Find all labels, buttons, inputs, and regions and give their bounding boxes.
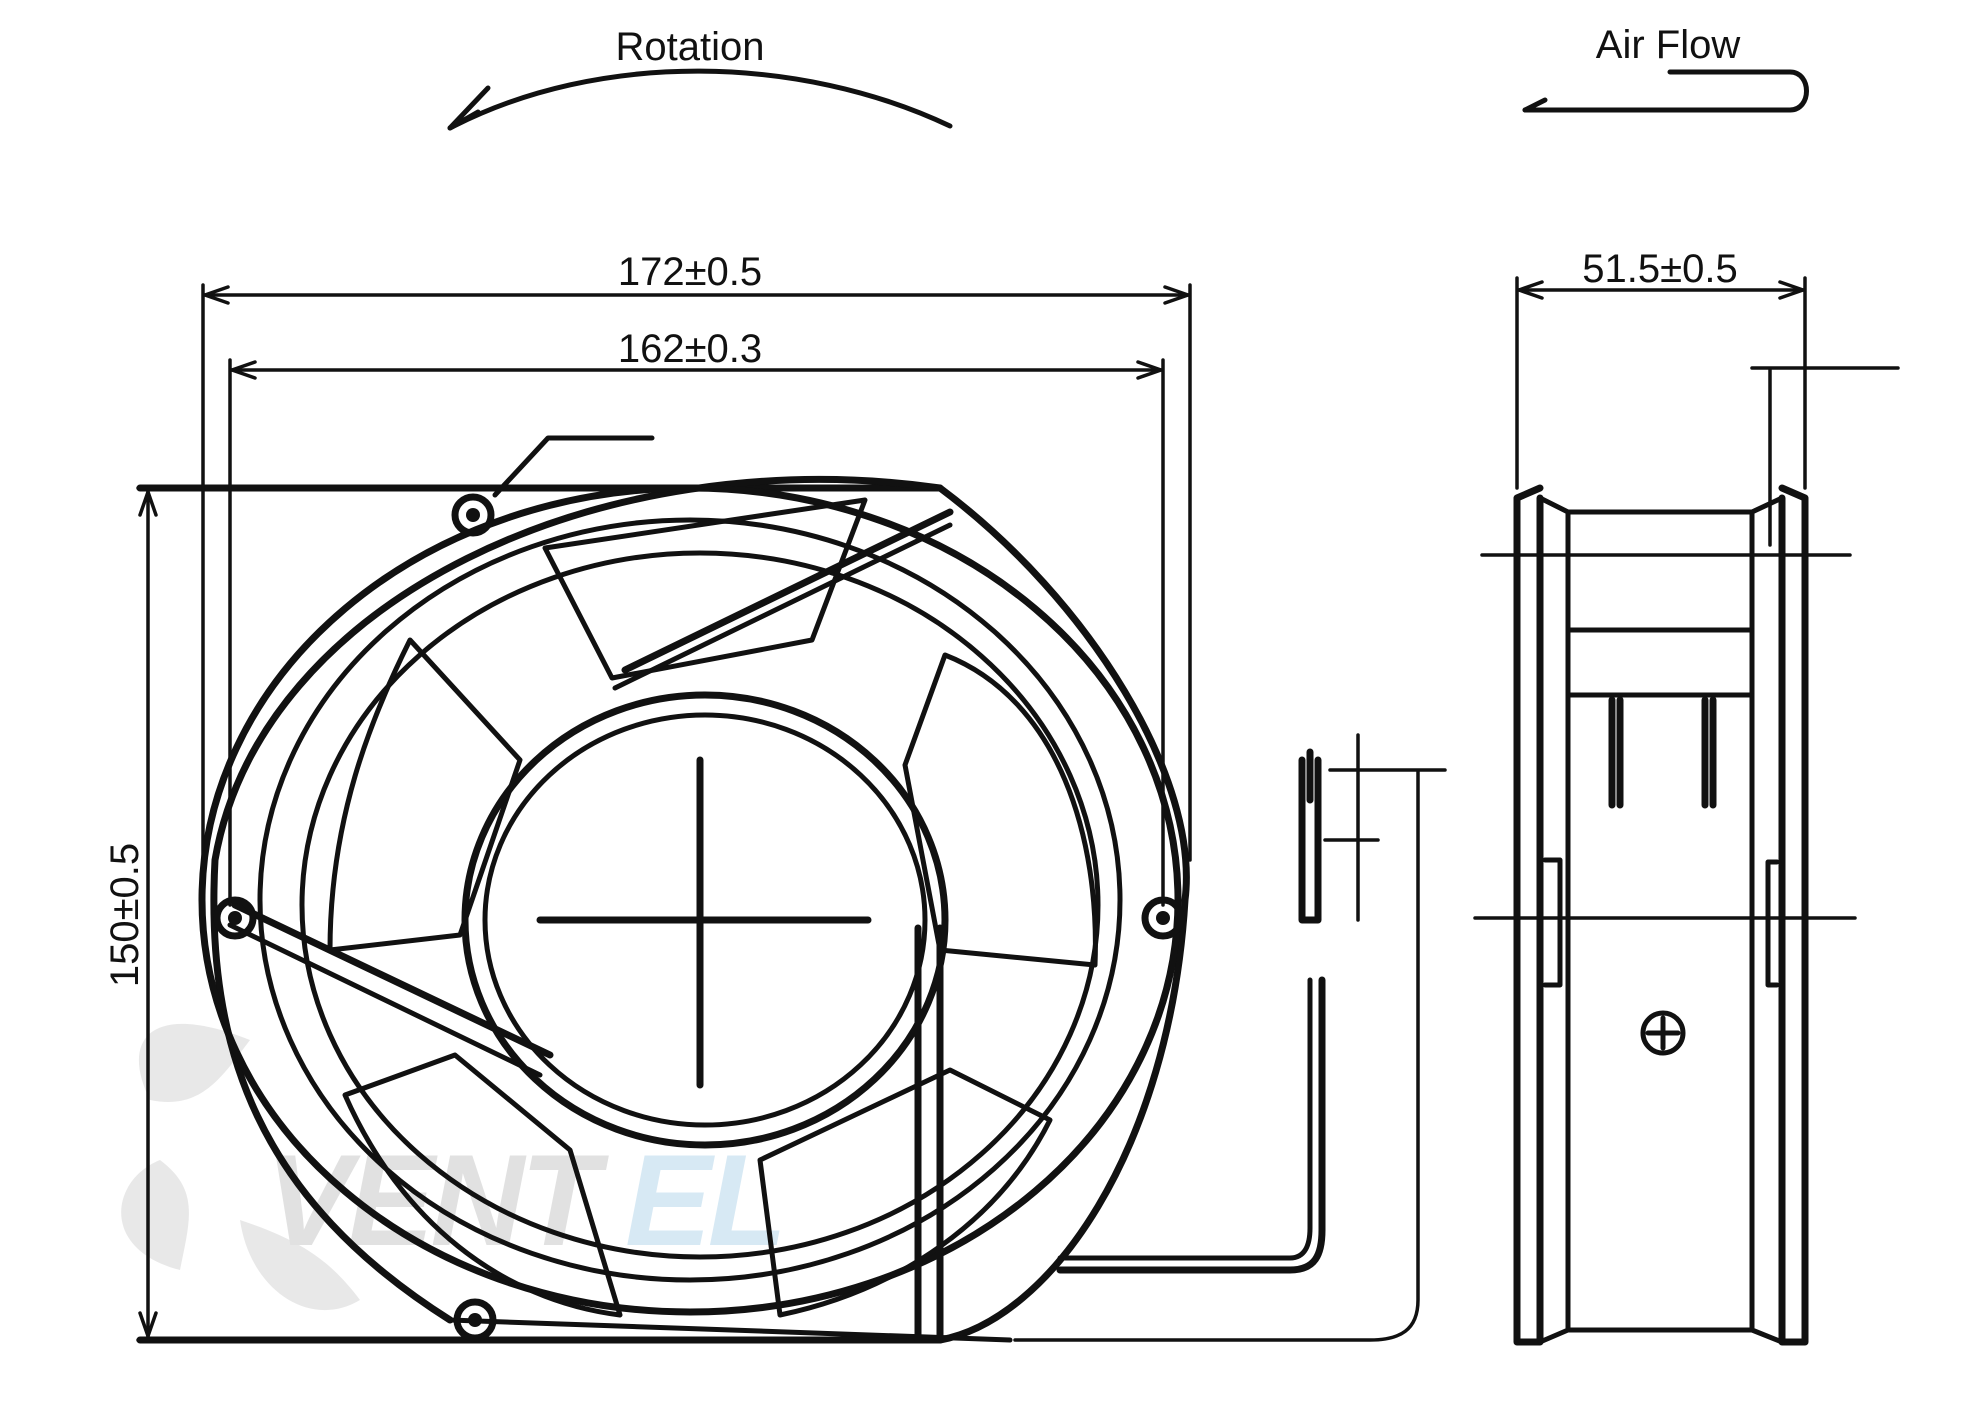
terminal-pins-side bbox=[1608, 696, 1717, 809]
cable-lead bbox=[1056, 976, 1326, 1274]
strut-bottom-left-edge bbox=[227, 922, 543, 1078]
dim-depth-label: 51.5±0.5 bbox=[1582, 247, 1737, 291]
cable-vertical bbox=[914, 924, 944, 1344]
frame-left-arc bbox=[210, 476, 944, 1324]
flange-thickness-leader bbox=[1750, 366, 1900, 547]
motor-block bbox=[1565, 627, 1755, 698]
air-flow-label: Air Flow bbox=[1596, 23, 1741, 67]
hole-leader-line bbox=[492, 435, 655, 498]
hub-inner bbox=[482, 712, 928, 1128]
fan-blades bbox=[327, 497, 1098, 1318]
outer-ring bbox=[198, 484, 1182, 1316]
dim-height: 150±0.5 bbox=[103, 486, 202, 1342]
side-frame-right-flange bbox=[1778, 484, 1809, 1346]
dim-height-label: 150±0.5 bbox=[103, 843, 147, 987]
air-flow-arrow bbox=[1522, 69, 1809, 113]
watermark-text-accent: EL bbox=[625, 1127, 783, 1273]
air-flow-arrow-head bbox=[1522, 97, 1548, 113]
terminal-dimension bbox=[1013, 733, 1447, 1342]
rotation-indicator: Rotation bbox=[447, 25, 953, 131]
cable-lead-edge bbox=[1057, 977, 1313, 1261]
mounting-hole-left bbox=[213, 896, 257, 940]
air-flow-indicator: Air Flow bbox=[1522, 23, 1809, 113]
rotation-arrow-arc bbox=[447, 68, 953, 131]
dim-width-outer: 172±0.5 bbox=[201, 250, 1192, 862]
watermark: VENT EL bbox=[121, 1023, 787, 1311]
rotation-label: Rotation bbox=[616, 25, 765, 69]
hub-outer bbox=[461, 691, 949, 1149]
side-screw-icon bbox=[1640, 1010, 1686, 1056]
center-cross bbox=[536, 756, 872, 1089]
watermark-text-dark: VENT bbox=[265, 1127, 609, 1273]
dim-depth: 51.5±0.5 bbox=[1515, 247, 1807, 490]
front-view: 172±0.5 162±0.3 150±0.5 bbox=[103, 250, 1447, 1344]
frame-outline bbox=[136, 484, 1190, 1344]
fan-blade-watermark-icon bbox=[121, 1023, 360, 1311]
side-slots bbox=[1542, 857, 1780, 988]
strut-top-right-edge bbox=[612, 522, 953, 691]
inner-ring bbox=[299, 550, 1101, 1260]
side-frame-left-flange bbox=[1513, 484, 1544, 1346]
dim-width-mount: 162±0.3 bbox=[228, 327, 1165, 907]
venturi-ring bbox=[257, 517, 1123, 1283]
side-frame-body bbox=[1537, 495, 1785, 1345]
terminal-pin bbox=[1298, 748, 1322, 924]
mounting-holes bbox=[213, 493, 1185, 1342]
mounting-hole-top-left bbox=[451, 493, 495, 537]
rotation-arrow-head bbox=[447, 85, 491, 131]
dim-width-mount-label: 162±0.3 bbox=[618, 327, 762, 371]
strut-bottom-left bbox=[231, 901, 554, 1059]
side-view: 51.5±0.5 bbox=[1473, 247, 1900, 1346]
dim-width-outer-label: 172±0.5 bbox=[618, 250, 762, 294]
mounting-hole-bottom bbox=[453, 1298, 497, 1342]
strut-top-right bbox=[621, 508, 954, 674]
